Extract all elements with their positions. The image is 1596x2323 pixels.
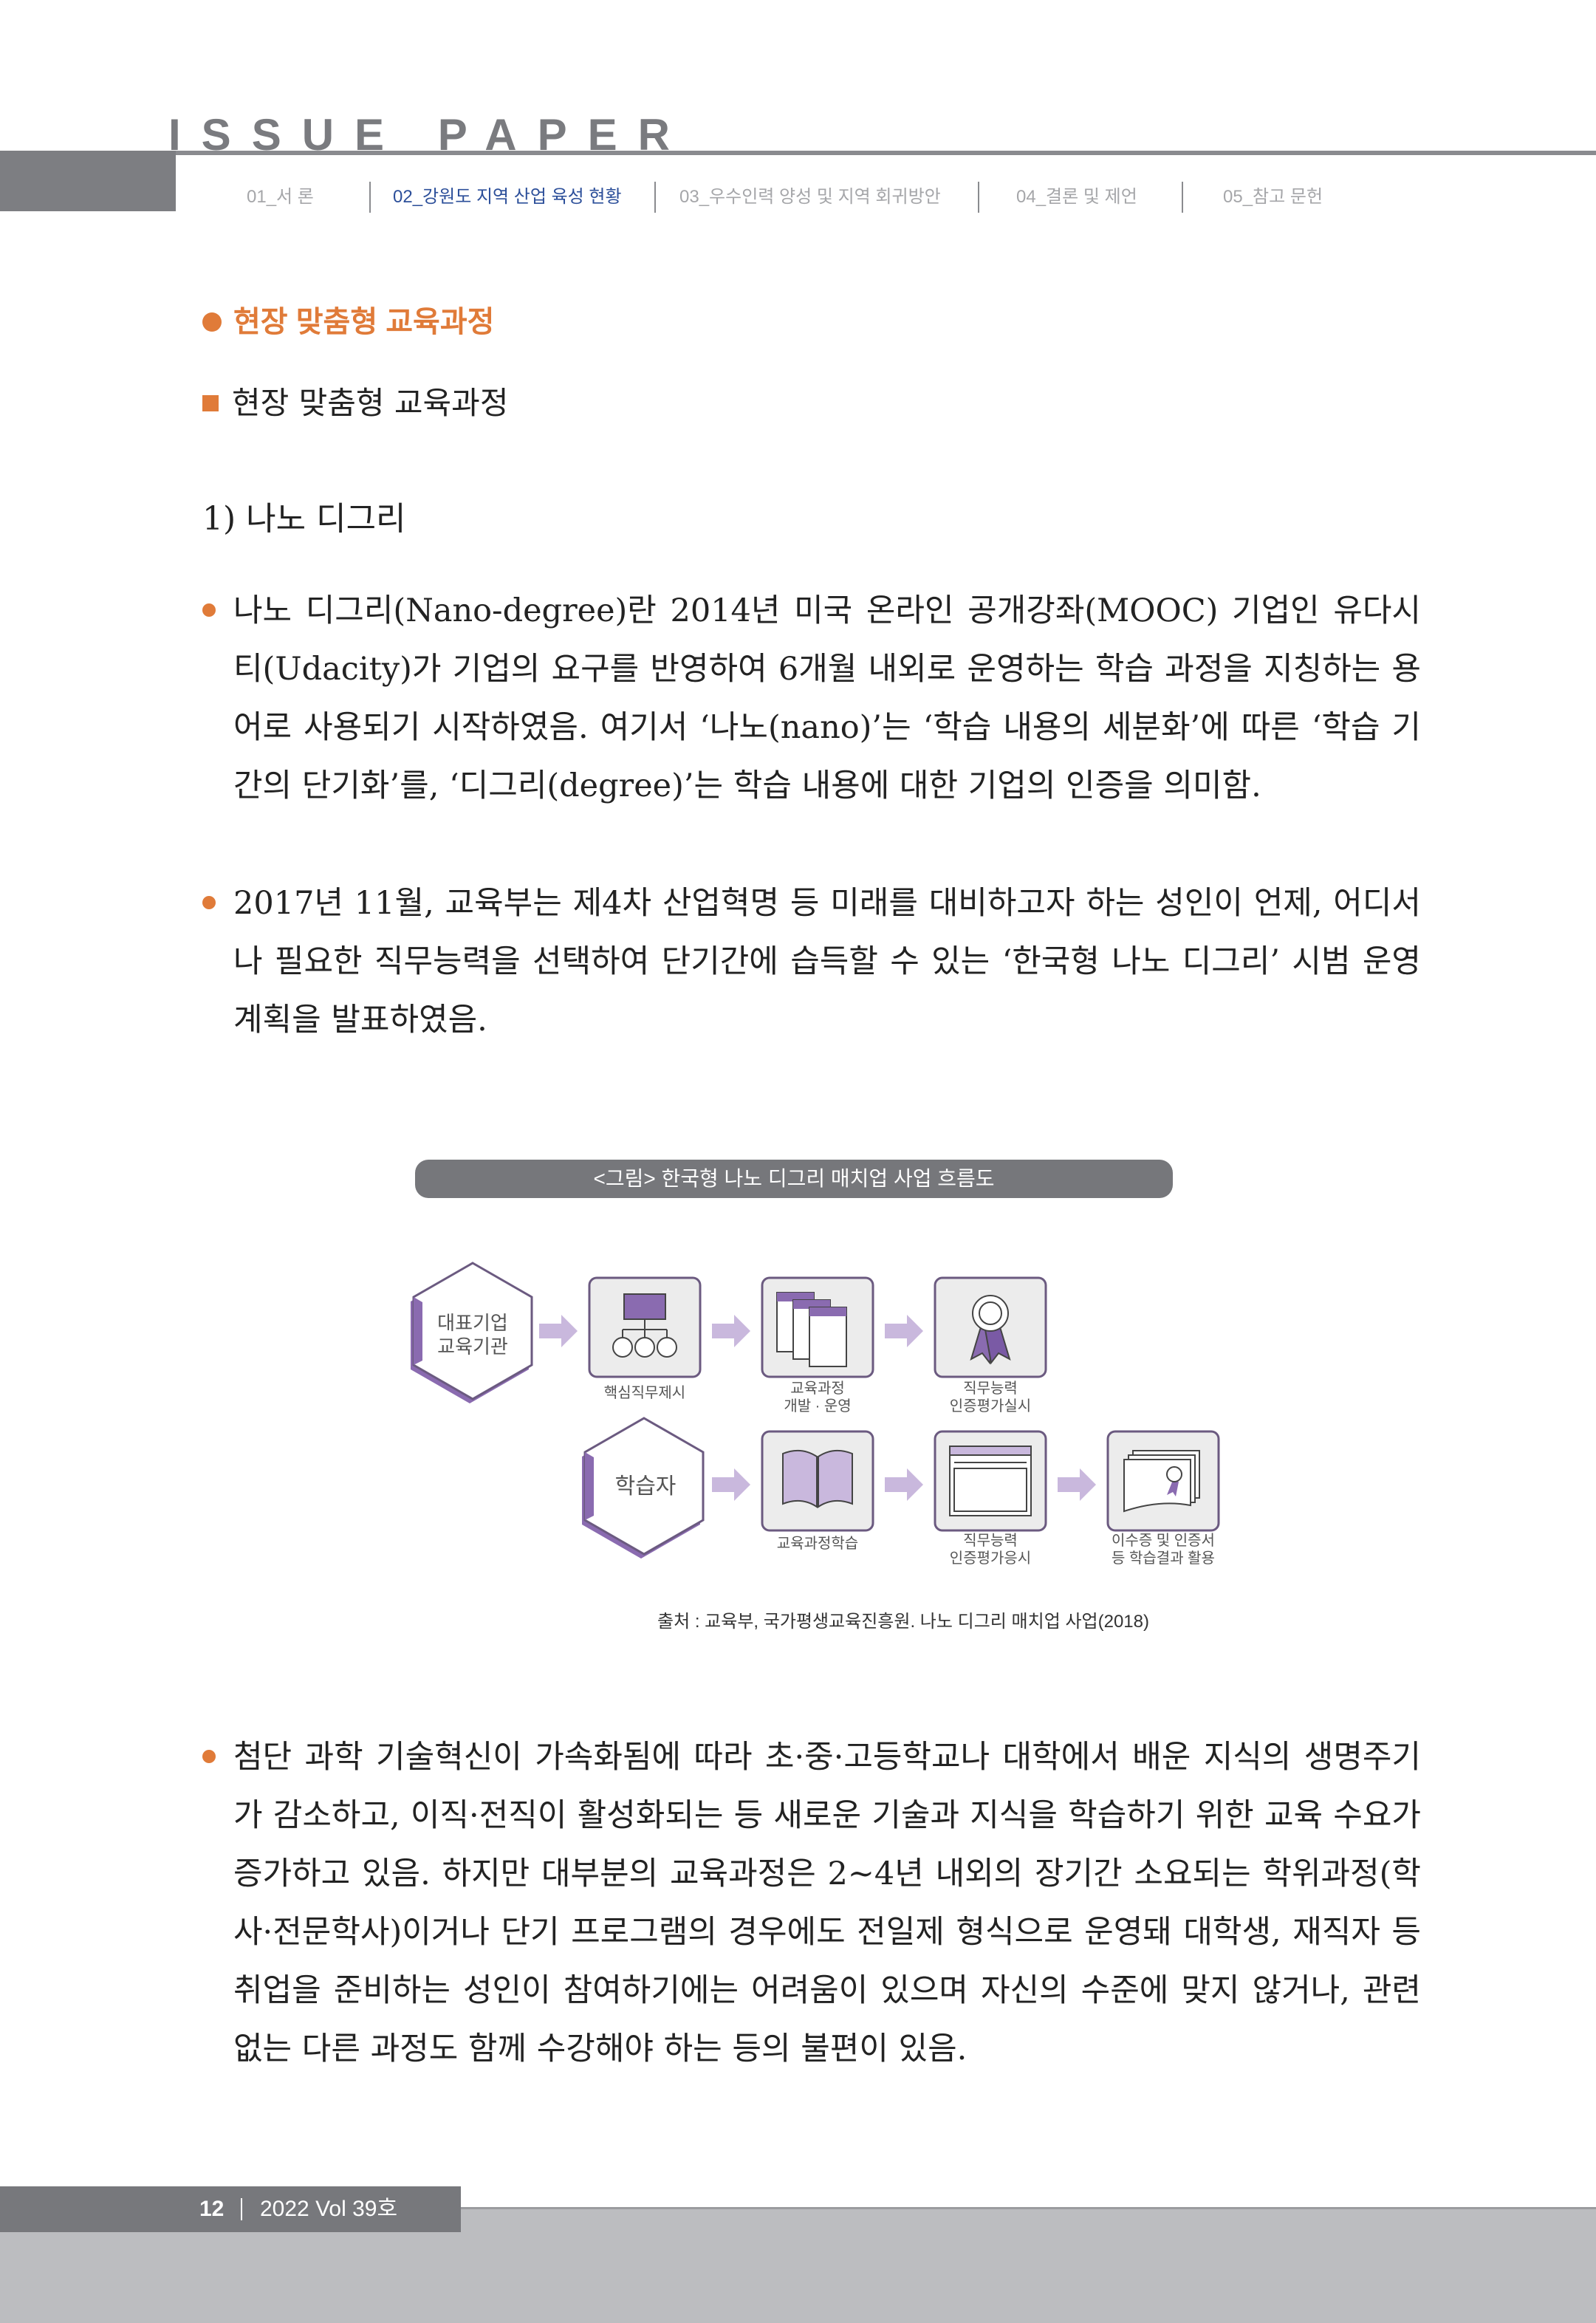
subsection-title-text: 현장 맞춤형 교육과정 — [232, 385, 509, 421]
step-label: 이수증 및 인증서 — [1112, 1532, 1215, 1549]
step-exam: 직무능력 인증평가응시 — [934, 1430, 1047, 1567]
step-label: 교육과정학습 — [777, 1535, 858, 1552]
certificate-icon — [1123, 1450, 1200, 1513]
org-chart-icon — [612, 1293, 677, 1358]
bullet-icon — [202, 603, 216, 617]
arrow-icon — [1058, 1468, 1096, 1501]
hexagon-actor-learner: 학습자 — [582, 1417, 705, 1559]
arrow-icon — [712, 1315, 750, 1347]
nav-item-industry[interactable]: 02_강원도 지역 산업 육성 현황 — [393, 187, 622, 207]
arrow-icon — [885, 1468, 923, 1501]
paragraph-text: 나노 디그리(Nano-degree)란 2014년 미국 온라인 공개강좌(M… — [233, 592, 1421, 804]
step-learning: 교육과정학습 — [761, 1430, 874, 1552]
volume-label: 2022 Vol 39호 — [260, 2197, 398, 2221]
nav-separator — [369, 182, 371, 213]
paragraph: 첨단 과학 기술혁신이 가속화됨에 따라 초·중·고등학교나 대학에서 배운 지… — [202, 1728, 1421, 2079]
actor-label: 교육기관 — [437, 1335, 508, 1358]
step-label: 핵심직무제시 — [604, 1384, 685, 1401]
nav-separator — [978, 182, 979, 213]
subsection-title: 현장 맞춤형 교육과정 — [202, 383, 508, 424]
step-result-use: 이수증 및 인증서 등 학습결과 활용 — [1106, 1430, 1220, 1567]
step-label: 등 학습결과 활용 — [1112, 1550, 1215, 1567]
paragraph-text: 첨단 과학 기술혁신이 가속화됨에 따라 초·중·고등학교나 대학에서 배운 지… — [233, 1739, 1421, 2067]
award-ribbon-icon — [970, 1295, 1011, 1365]
flow-diagram: 대표기업 교육기관 핵심직무제시 교육과정 개발 — [411, 1262, 1220, 1567]
open-book-icon — [782, 1449, 853, 1508]
arrow-icon — [712, 1468, 750, 1501]
nav-separator — [654, 182, 656, 213]
documents-icon — [776, 1292, 847, 1367]
arrow-icon — [885, 1315, 923, 1347]
numbered-title: 1) 나노 디그리 — [202, 500, 406, 538]
browser-window-icon — [949, 1446, 1032, 1516]
hexagon-actor-company: 대표기업 교육기관 — [411, 1262, 533, 1403]
paragraph: 나노 디그리(Nano-degree)란 2014년 미국 온라인 공개강좌(M… — [202, 582, 1421, 815]
step-label: 직무능력 — [963, 1532, 1018, 1549]
bullet-icon — [202, 896, 216, 909]
footer-bar: 12 2022 Vol 39호 — [0, 2186, 461, 2232]
nav-item-conclusion[interactable]: 04_결론 및 제언 — [1016, 187, 1137, 207]
actor-label: 학습자 — [615, 1474, 677, 1499]
nav-separator — [1182, 182, 1183, 213]
header-block — [0, 151, 176, 211]
footer-divider — [241, 2198, 242, 2220]
figure-source: 출처 : 교육부, 국가평생교육진흥원. 나노 디그리 매치업 사업(2018) — [657, 1612, 1149, 1632]
step-label: 인증평가응시 — [950, 1550, 1031, 1567]
step-label: 직무능력 — [963, 1380, 1018, 1397]
paragraph: 2017년 11월, 교육부는 제4차 산업혁명 등 미래를 대비하고자 하는 … — [202, 875, 1421, 1050]
step-label: 개발 · 운영 — [784, 1397, 851, 1414]
step-curriculum-dev: 교육과정 개발 · 운영 — [761, 1276, 874, 1414]
page-number: 12 — [199, 2197, 225, 2221]
actor-label: 대표기업 — [437, 1312, 508, 1334]
step-label: 인증평가실시 — [950, 1397, 1031, 1414]
step-core-duty: 핵심직무제시 — [588, 1276, 702, 1401]
arrow-icon — [539, 1315, 578, 1347]
section-title: 현장 맞춤형 교육과정 — [202, 303, 494, 341]
nav-item-references[interactable]: 05_참고 문헌 — [1223, 187, 1323, 207]
paragraph-text: 2017년 11월, 교육부는 제4차 산업혁명 등 미래를 대비하고자 하는 … — [233, 885, 1421, 1039]
figure-caption: <그림> 한국형 나노 디그리 매치업 사업 흐름도 — [415, 1160, 1173, 1198]
header-rule — [176, 151, 1596, 155]
nav-item-talent[interactable]: 03_우수인력 양성 및 지역 회귀방안 — [679, 187, 941, 207]
section-title-text: 현장 맞춤형 교육과정 — [233, 306, 495, 338]
square-bullet-icon — [202, 395, 219, 411]
step-label: 교육과정 — [790, 1380, 845, 1397]
bullet-icon — [202, 1750, 216, 1763]
circle-bullet-icon — [202, 312, 222, 332]
nav-item-intro[interactable]: 01_서 론 — [247, 187, 314, 207]
step-certification: 직무능력 인증평가실시 — [934, 1276, 1047, 1414]
